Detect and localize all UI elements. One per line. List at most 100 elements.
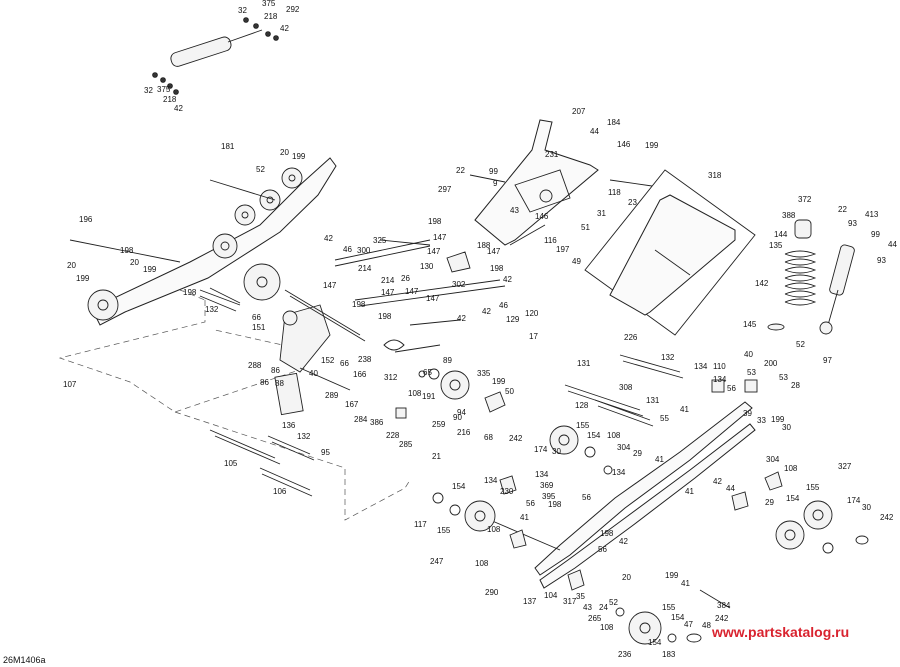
part-callout: 66 xyxy=(340,359,349,368)
part-callout: 312 xyxy=(384,373,398,382)
part-callout: 226 xyxy=(624,333,638,342)
part-callout: 199 xyxy=(665,571,679,580)
part-callout: 198 xyxy=(120,246,134,255)
part-callout: 236 xyxy=(618,650,632,659)
part-callout: 142 xyxy=(755,279,769,288)
part-callout: 317 xyxy=(563,597,577,606)
part-callout: 144 xyxy=(774,230,788,239)
part-callout: 147 xyxy=(381,288,395,297)
part-callout: 52 xyxy=(256,165,265,174)
part-callout: 154 xyxy=(786,494,800,503)
part-callout: 20 xyxy=(280,148,289,157)
part-callout: 86 xyxy=(271,366,280,375)
part-callout: 42 xyxy=(713,477,722,486)
part-callout: 188 xyxy=(477,241,491,250)
part-callout: 93 xyxy=(848,219,857,228)
part-callout: 327 xyxy=(838,462,852,471)
part-callout: 199 xyxy=(292,152,306,161)
part-callout: 147 xyxy=(405,287,419,296)
part-callout: 196 xyxy=(79,215,93,224)
part-callout: 166 xyxy=(353,370,367,379)
part-callout: 31 xyxy=(597,209,606,218)
part-callout: 384 xyxy=(717,601,731,610)
part-callout: 198 xyxy=(600,529,614,538)
part-callout: 231 xyxy=(545,150,559,159)
part-callout: 99 xyxy=(489,167,498,176)
front-arm-assembly xyxy=(199,287,441,497)
part-callout: 29 xyxy=(765,498,774,507)
part-callout: 191 xyxy=(422,392,436,401)
part-callout: 228 xyxy=(386,431,400,440)
part-callout: 242 xyxy=(715,614,729,623)
part-callout: 147 xyxy=(426,294,440,303)
part-callout: 131 xyxy=(577,359,591,368)
part-callout: 130 xyxy=(420,262,434,271)
part-callout: 41 xyxy=(655,455,664,464)
part-callout: 134 xyxy=(694,362,708,371)
part-callout: 198 xyxy=(183,288,197,297)
part-callout: 120 xyxy=(525,309,539,318)
part-callout: 395 xyxy=(542,492,556,501)
part-callout: 30 xyxy=(862,503,871,512)
part-callout: 42 xyxy=(619,537,628,546)
part-callout: 289 xyxy=(325,391,339,400)
part-callout: 108 xyxy=(475,559,489,568)
part-callout: 302 xyxy=(452,280,466,289)
part-callout: 66 xyxy=(252,313,261,322)
part-callout: 259 xyxy=(432,420,446,429)
part-callout: 53 xyxy=(747,368,756,377)
part-callout: 41 xyxy=(685,487,694,496)
part-callout: 28 xyxy=(791,381,800,390)
rear-shock-spring xyxy=(767,219,855,335)
part-callout: 17 xyxy=(529,332,538,341)
part-callout: 90 xyxy=(453,413,462,422)
diagram-code: 26M1406a xyxy=(3,655,46,665)
part-callout: 242 xyxy=(509,434,523,443)
part-callout: 108 xyxy=(408,389,422,398)
part-callout: 24 xyxy=(599,603,608,612)
part-callout: 118 xyxy=(608,188,621,197)
part-callout: 388 xyxy=(782,211,796,220)
part-callout: 146 xyxy=(617,140,631,149)
part-callout: 89 xyxy=(443,356,452,365)
part-callout: 107 xyxy=(63,380,77,389)
rear-arm-assembly xyxy=(469,119,653,246)
part-callout: 300 xyxy=(357,246,371,255)
part-callout: 20 xyxy=(622,573,631,582)
part-callout: 42 xyxy=(324,234,333,243)
part-callout: 105 xyxy=(224,459,238,468)
part-callout: 198 xyxy=(428,217,442,226)
part-callout: 44 xyxy=(590,127,599,136)
part-callout: 155 xyxy=(662,603,676,612)
part-callout: 145 xyxy=(743,320,757,329)
part-callout: 26 xyxy=(401,274,410,283)
part-callout: 174 xyxy=(534,445,548,454)
part-callout: 147 xyxy=(487,247,501,256)
part-callout: 134 xyxy=(484,476,498,485)
part-callout: 132 xyxy=(297,432,311,441)
part-callout: 56 xyxy=(526,499,535,508)
part-callout: 97 xyxy=(823,356,832,365)
part-callout: 134 xyxy=(535,470,549,479)
part-callout: 39 xyxy=(743,409,752,418)
part-callout: 116 xyxy=(544,236,557,245)
upper-links xyxy=(334,239,506,326)
part-callout: 95 xyxy=(321,448,330,457)
part-callout: 129 xyxy=(506,315,520,324)
part-callout: 372 xyxy=(798,195,812,204)
middle-idler-wheel xyxy=(395,368,506,419)
part-callout: 108 xyxy=(607,431,621,440)
part-callout: 325 xyxy=(373,236,387,245)
part-callout: 30 xyxy=(552,447,561,456)
part-callout: 214 xyxy=(381,276,395,285)
part-callout: 23 xyxy=(628,198,637,207)
part-callout: 30 xyxy=(782,423,791,432)
part-callout: 199 xyxy=(771,415,785,424)
part-callout: 155 xyxy=(576,421,590,430)
part-callout: 22 xyxy=(838,205,847,214)
part-callout: 22 xyxy=(456,166,465,175)
part-callout: 104 xyxy=(544,591,558,600)
part-callout: 199 xyxy=(645,141,659,150)
part-callout: 214 xyxy=(358,264,372,273)
part-callout: 68 xyxy=(484,433,493,442)
